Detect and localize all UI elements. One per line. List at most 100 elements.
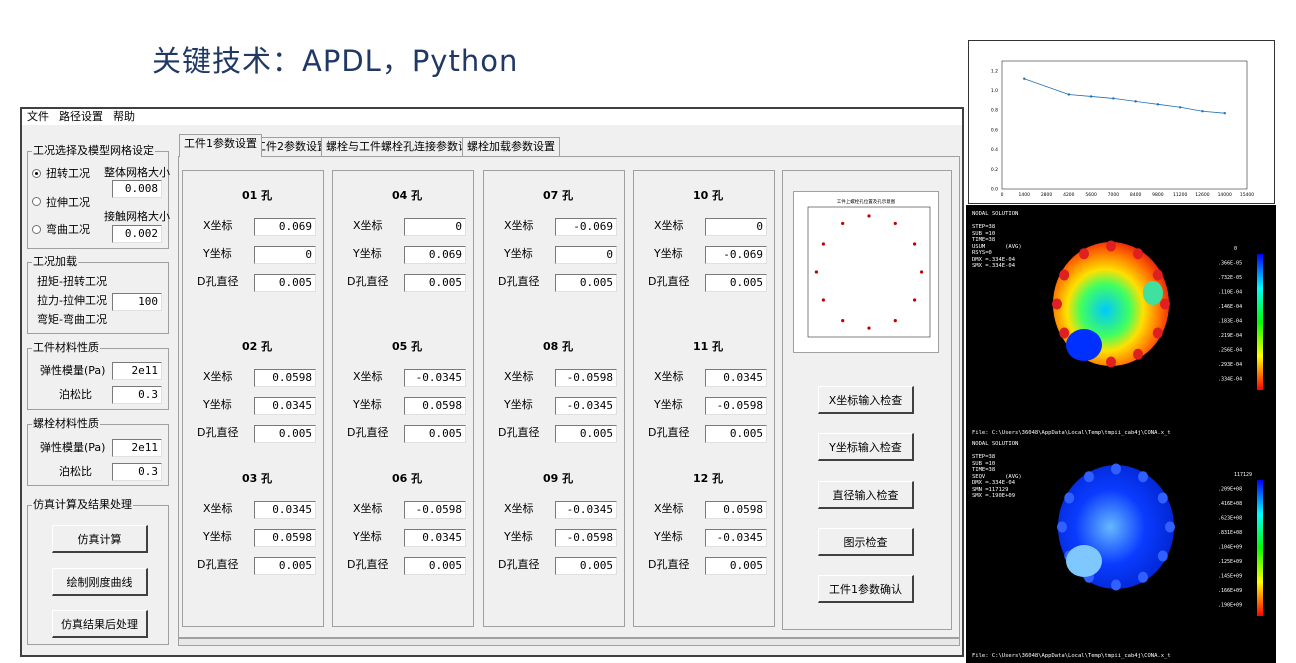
hole-y-input[interactable]: 0.0345 — [404, 529, 466, 547]
x-tick-label: 12600 — [1195, 192, 1209, 198]
hole-x-input[interactable]: 0.0598 — [254, 369, 316, 387]
hole-y-label: Y坐标 — [654, 530, 683, 543]
workpiece-material-group: 工件材料性质 弹性模量(Pa) 2e11 泊松比 0.3 — [27, 341, 169, 410]
hole-x-input[interactable]: -0.0345 — [555, 501, 617, 519]
bolt-head — [1052, 298, 1062, 310]
menu-bar: 文件路径设置帮助 — [22, 109, 962, 125]
contact-mesh-input[interactable]: 0.002 — [112, 225, 162, 243]
bolt-modulus-input[interactable]: 2e11 — [112, 439, 162, 457]
fe-top-file: File: C:\Users\36048\AppData\Local\Temp\… — [972, 430, 1171, 436]
tab-panel-workpiece1 — [178, 156, 960, 638]
hole-d-input[interactable]: 0.005 — [254, 557, 316, 575]
legend-value: .183E-04 — [1218, 319, 1242, 325]
hole-x-input[interactable]: 0 — [705, 218, 767, 236]
tab-workpiece1[interactable]: 工件1参数设置 — [179, 134, 262, 157]
tab-bolt-loading[interactable]: 螺栓加载参数设置 — [462, 137, 560, 156]
postprocess-button[interactable]: 仿真结果后处理 — [52, 610, 148, 638]
tab-workpiece2[interactable]: 工件2参数设置 — [250, 137, 333, 156]
hole-d-input[interactable]: 0.005 — [555, 274, 617, 292]
hole-y-input[interactable]: -0.0598 — [555, 529, 617, 547]
radio-tension-label: 拉伸工况 — [46, 196, 90, 209]
hole-y-input[interactable]: 0.069 — [404, 246, 466, 264]
plot-check-button[interactable]: 图示检查 — [818, 528, 914, 556]
radio-bending[interactable] — [32, 225, 41, 234]
hole-x-input[interactable]: 0.069 — [254, 218, 316, 236]
poisson-label: 泊松比 — [59, 465, 92, 478]
hole-y-input[interactable]: 0 — [555, 246, 617, 264]
hole-d-input[interactable]: 0.005 — [705, 557, 767, 575]
menu-help[interactable]: 帮助 — [113, 110, 135, 123]
fe-plots-svg: 0.366E-05.732E-05.110E-04.146E-04.183E-0… — [972, 240, 1263, 659]
x-tick-label: 0 — [1001, 192, 1004, 198]
hole-x-input[interactable]: -0.0598 — [555, 369, 617, 387]
stiffness-point — [1112, 97, 1115, 100]
hole-x-input[interactable]: -0.069 — [555, 218, 617, 236]
hole-y-input[interactable]: 0.0345 — [254, 397, 316, 415]
hole-d-input[interactable]: 0.005 — [404, 557, 466, 575]
hole-y-input[interactable]: -0.0345 — [555, 397, 617, 415]
load-bending-label: 弯矩-弯曲工况 — [37, 313, 107, 326]
stiffness-point — [1223, 111, 1226, 115]
hole-x-label: X坐标 — [654, 370, 684, 383]
hole-d-input[interactable]: 0.005 — [555, 425, 617, 443]
legend-value: .190E+09 — [1218, 603, 1242, 609]
load-group: 工况加载 扭矩-扭转工况 拉力-拉伸工况 弯矩-弯曲工况 100 — [27, 255, 169, 334]
hole-y-input[interactable]: 0.0598 — [404, 397, 466, 415]
load-torsion-label: 扭矩-扭转工况 — [37, 275, 107, 288]
x-tick-label: 5600 — [1085, 192, 1097, 198]
hole-x-label: X坐标 — [353, 219, 383, 232]
hole-y-label: Y坐标 — [504, 530, 533, 543]
y-check-button[interactable]: Y坐标输入检查 — [818, 433, 914, 461]
bolt-head — [1057, 521, 1067, 533]
legend-value: 117129 — [1234, 472, 1252, 478]
preview-hole-point — [841, 318, 845, 323]
hole-y-input[interactable]: -0.069 — [705, 246, 767, 264]
workpiece-modulus-input[interactable]: 2e11 — [112, 362, 162, 380]
simulate-button[interactable]: 仿真计算 — [52, 525, 148, 553]
tab-bolt-connection[interactable]: 螺栓与工件螺栓孔连接参数设置 — [321, 137, 485, 156]
hole-x-input[interactable]: 0.0345 — [254, 501, 316, 519]
shaft-end — [1066, 545, 1102, 577]
hole-d-input[interactable]: 0.005 — [404, 425, 466, 443]
stiffness-point — [1089, 95, 1093, 98]
global-mesh-label: 整体网格大小 — [104, 166, 170, 179]
plot-stiffness-button[interactable]: 绘制刚度曲线 — [52, 568, 148, 596]
load-value-input[interactable]: 100 — [112, 293, 162, 311]
hole-x-input[interactable]: 0.0598 — [705, 501, 767, 519]
hole-position-preview: 工件上螺栓孔位置及孔示意图 — [793, 191, 939, 353]
hole-d-input[interactable]: 0.005 — [254, 274, 316, 292]
legend-value: .366E-05 — [1218, 261, 1242, 267]
menu-path-settings[interactable]: 路径设置 — [59, 110, 103, 123]
bolt-poisson-input[interactable]: 0.3 — [112, 463, 162, 481]
menu-file[interactable]: 文件 — [27, 110, 49, 123]
confirm-workpiece1-button[interactable]: 工件1参数确认 — [818, 575, 914, 603]
hole-y-input[interactable]: 0.0598 — [254, 529, 316, 547]
hole-x-input[interactable]: -0.0345 — [404, 369, 466, 387]
diameter-check-button[interactable]: 直径输入检查 — [818, 481, 914, 509]
hole-y-input[interactable]: 0 — [254, 246, 316, 264]
hole-d-input[interactable]: 0.005 — [705, 425, 767, 443]
radio-torsion[interactable] — [32, 169, 41, 178]
x-tick-label: 7000 — [1108, 192, 1120, 198]
x-check-button[interactable]: X坐标输入检查 — [818, 386, 914, 414]
global-mesh-input[interactable]: 0.008 — [112, 180, 162, 198]
workpiece-poisson-input[interactable]: 0.3 — [112, 386, 162, 404]
preview-hole-point — [920, 270, 924, 274]
hole-d-input[interactable]: 0.005 — [705, 274, 767, 292]
hole-column-frame — [633, 170, 775, 627]
hole-y-input[interactable]: -0.0345 — [705, 529, 767, 547]
hole-x-input[interactable]: -0.0598 — [404, 501, 466, 519]
preview-hole-point — [821, 242, 826, 246]
hole-d-input[interactable]: 0.005 — [404, 274, 466, 292]
x-tick-label: 1400 — [1019, 192, 1031, 198]
radio-tension[interactable] — [32, 197, 41, 206]
hole-x-input[interactable]: 0 — [404, 218, 466, 236]
hole-y-input[interactable]: -0.0598 — [705, 397, 767, 415]
preview-hole-point — [821, 298, 826, 302]
fe-bottom-info: NODAL SOLUTION STEP=38 SUB =10 TIME=38 S… — [972, 441, 1022, 499]
hole-d-input[interactable]: 0.005 — [555, 557, 617, 575]
stiffness-point — [1178, 106, 1182, 109]
preview-hole-point — [867, 214, 871, 218]
hole-x-input[interactable]: 0.0345 — [705, 369, 767, 387]
hole-d-input[interactable]: 0.005 — [254, 425, 316, 443]
